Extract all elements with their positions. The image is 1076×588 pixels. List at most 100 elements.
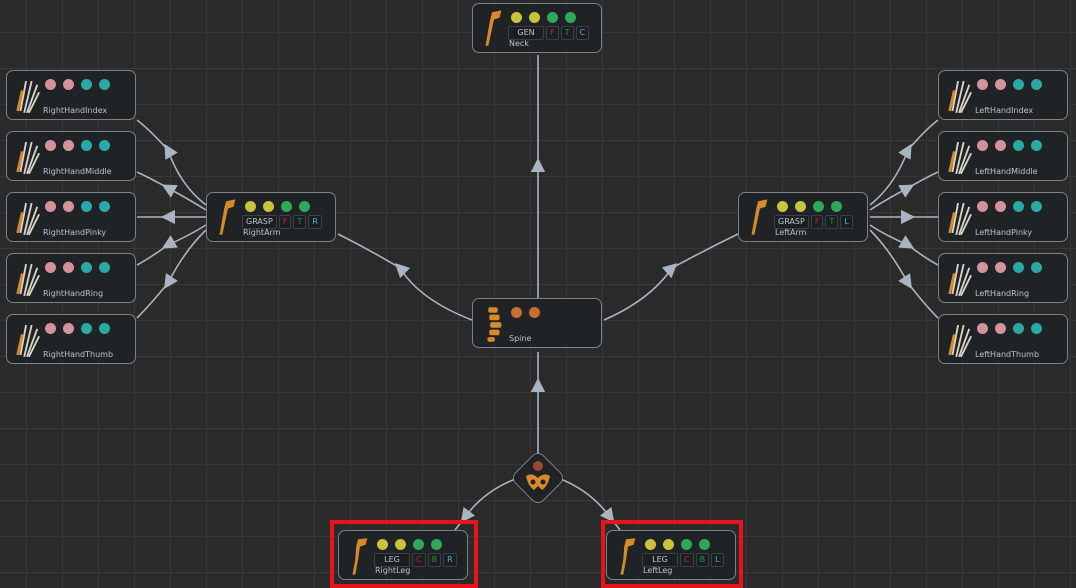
node-label: Neck <box>509 39 529 48</box>
status-dot <box>1013 262 1024 273</box>
tag: L <box>711 553 724 567</box>
node-label: RightHandMiddle <box>43 167 112 176</box>
status-dot <box>377 539 388 550</box>
status-dot <box>81 79 92 90</box>
node-lh-index[interactable]: LeftHandIndex <box>938 70 1068 120</box>
hand-bones-icon <box>16 202 40 236</box>
status-dots <box>45 201 110 212</box>
status-dots <box>45 79 110 90</box>
status-dot <box>99 262 110 273</box>
status-dot <box>1013 79 1024 90</box>
status-dot <box>81 201 92 212</box>
status-dot <box>81 323 92 334</box>
edge <box>869 224 939 266</box>
hand-bones-icon <box>948 141 972 175</box>
tag: R <box>443 553 457 567</box>
status-dots <box>777 201 842 212</box>
status-dots <box>511 307 540 318</box>
status-dots <box>245 201 310 212</box>
status-dots <box>977 323 1042 334</box>
hand-bones-icon <box>948 263 972 297</box>
tag: LEG <box>642 553 678 567</box>
node-lh-middle[interactable]: LeftHandMiddle <box>938 131 1068 181</box>
status-dot <box>977 79 988 90</box>
status-dot <box>977 262 988 273</box>
edge <box>557 477 621 531</box>
status-dot <box>431 539 442 550</box>
arm-bone-icon <box>219 199 236 235</box>
status-dot <box>995 323 1006 334</box>
arm-bone-icon <box>751 199 768 235</box>
node-label: LeftHandThumb <box>975 350 1040 359</box>
status-dot <box>245 201 256 212</box>
tag: T <box>560 26 574 40</box>
node-rh-middle[interactable]: RightHandMiddle <box>6 131 136 181</box>
node-label: Spine <box>509 334 532 343</box>
status-dot <box>99 323 110 334</box>
status-dots <box>645 539 710 550</box>
tag: GRASP <box>774 215 809 229</box>
status-dot <box>1031 140 1042 151</box>
status-dot <box>977 140 988 151</box>
status-dots <box>511 12 576 23</box>
status-dot <box>281 201 292 212</box>
status-dot <box>81 262 92 273</box>
node-spine[interactable]: Spine <box>472 298 602 348</box>
node-rh-index[interactable]: RightHandIndex <box>6 70 136 120</box>
node-rh-ring[interactable]: RightHandRing <box>6 253 136 303</box>
status-dot <box>681 539 692 550</box>
status-dot <box>263 201 274 212</box>
status-dot <box>63 262 74 273</box>
status-dot <box>995 79 1006 90</box>
tag: T <box>825 215 839 229</box>
node-label: LeftHandRing <box>975 289 1030 298</box>
status-dot <box>1031 323 1042 334</box>
node-label: LeftArm <box>775 228 807 237</box>
hand-bones-icon <box>16 263 40 297</box>
hand-bones-icon <box>948 202 972 236</box>
status-dot <box>45 79 56 90</box>
hand-bones-icon <box>948 324 972 358</box>
tag: GEN <box>508 26 544 40</box>
status-dot <box>813 201 824 212</box>
node-lh-thumb[interactable]: LeftHandThumb <box>938 314 1068 364</box>
status-dot <box>63 140 74 151</box>
status-dot <box>1013 201 1024 212</box>
tag: R <box>308 215 322 229</box>
status-dot <box>699 539 710 550</box>
status-dot <box>63 201 74 212</box>
node-rh-thumb[interactable]: RightHandThumb <box>6 314 136 364</box>
status-dot <box>1031 262 1042 273</box>
tag: F <box>810 215 824 229</box>
status-dot <box>547 12 558 23</box>
selection-highlight <box>330 520 478 588</box>
node-rh-pinky[interactable]: RightHandPinky <box>6 192 136 242</box>
tag: GRASP <box>242 215 277 229</box>
node-label: RightHandIndex <box>43 106 108 115</box>
node-lh-ring[interactable]: LeftHandRing <box>938 253 1068 303</box>
node-lh-pinky[interactable]: LeftHandPinky <box>938 192 1068 242</box>
status-dot <box>395 539 406 550</box>
status-dot <box>795 201 806 212</box>
pelvis-icon <box>526 474 550 490</box>
status-dot <box>977 201 988 212</box>
edge <box>337 233 473 321</box>
status-dot <box>45 323 56 334</box>
status-dots <box>977 201 1042 212</box>
spine-icon <box>487 307 502 342</box>
tag: B <box>695 553 710 567</box>
edge <box>869 119 939 206</box>
node-label: LeftHandIndex <box>975 106 1034 115</box>
node-label: RightHandPinky <box>43 228 107 237</box>
edge <box>869 171 939 211</box>
tag: F <box>546 26 559 40</box>
status-dot <box>1013 140 1024 151</box>
